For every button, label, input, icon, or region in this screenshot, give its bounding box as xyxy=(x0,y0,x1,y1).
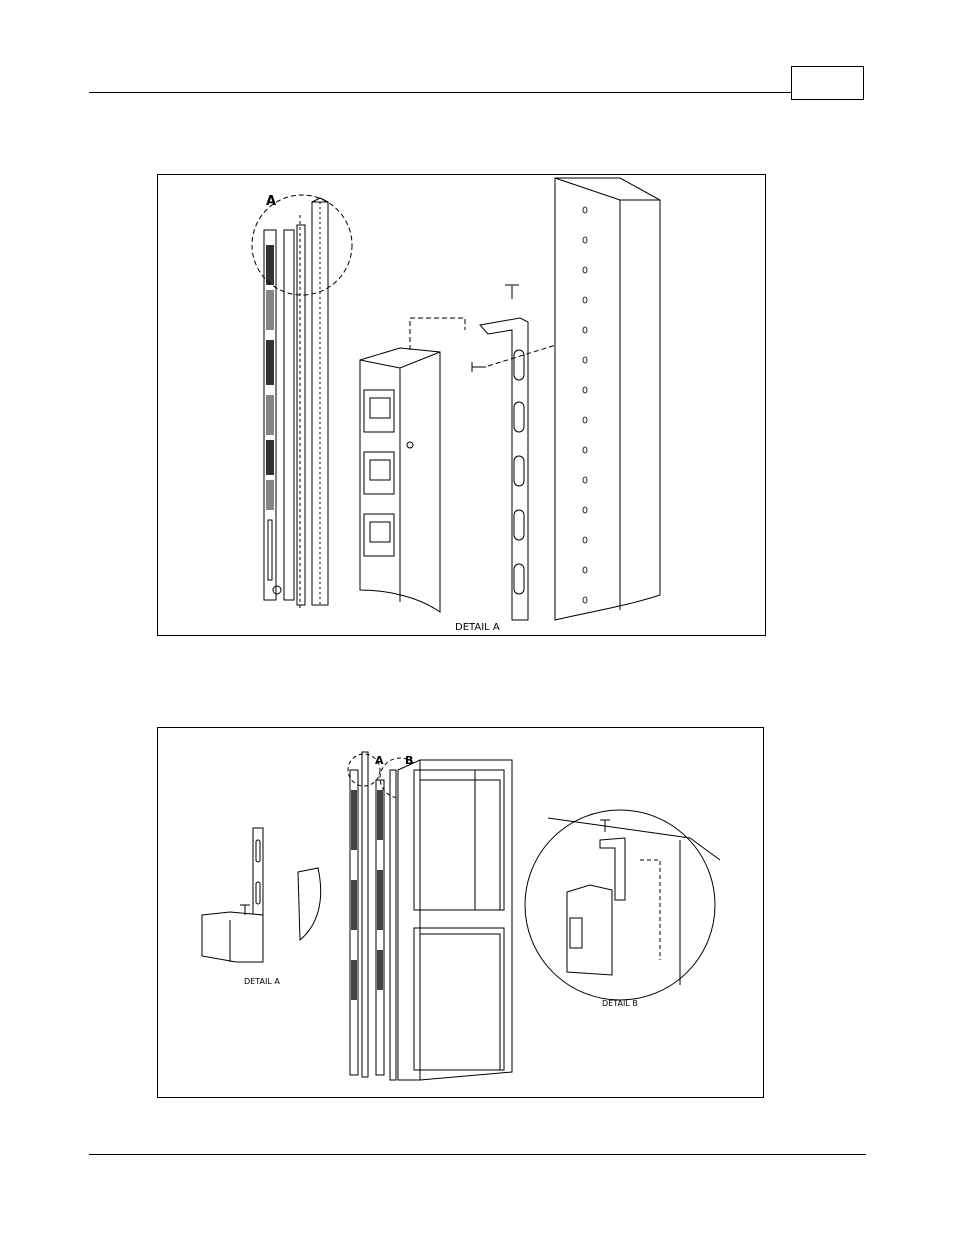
figure-2-detail-a-caption: DETAIL A xyxy=(244,977,280,986)
figure-2-rack-assembly xyxy=(201,751,721,1081)
figure-1-callout-a: A xyxy=(266,194,276,209)
figure-2-callout-a: A xyxy=(375,754,384,767)
figure-1-frame xyxy=(157,174,766,636)
footer-rule xyxy=(89,1154,866,1155)
figure-2-callout-b: B xyxy=(405,754,413,767)
figure-1-pdu-assembly xyxy=(251,177,661,621)
figure-2-frame xyxy=(157,727,764,1098)
page-number-box xyxy=(791,66,864,100)
figure-2-detail-b-caption: DETAIL B xyxy=(602,999,638,1008)
header-rule xyxy=(89,92,792,93)
figure-1-detail-caption: DETAIL A xyxy=(455,622,500,633)
